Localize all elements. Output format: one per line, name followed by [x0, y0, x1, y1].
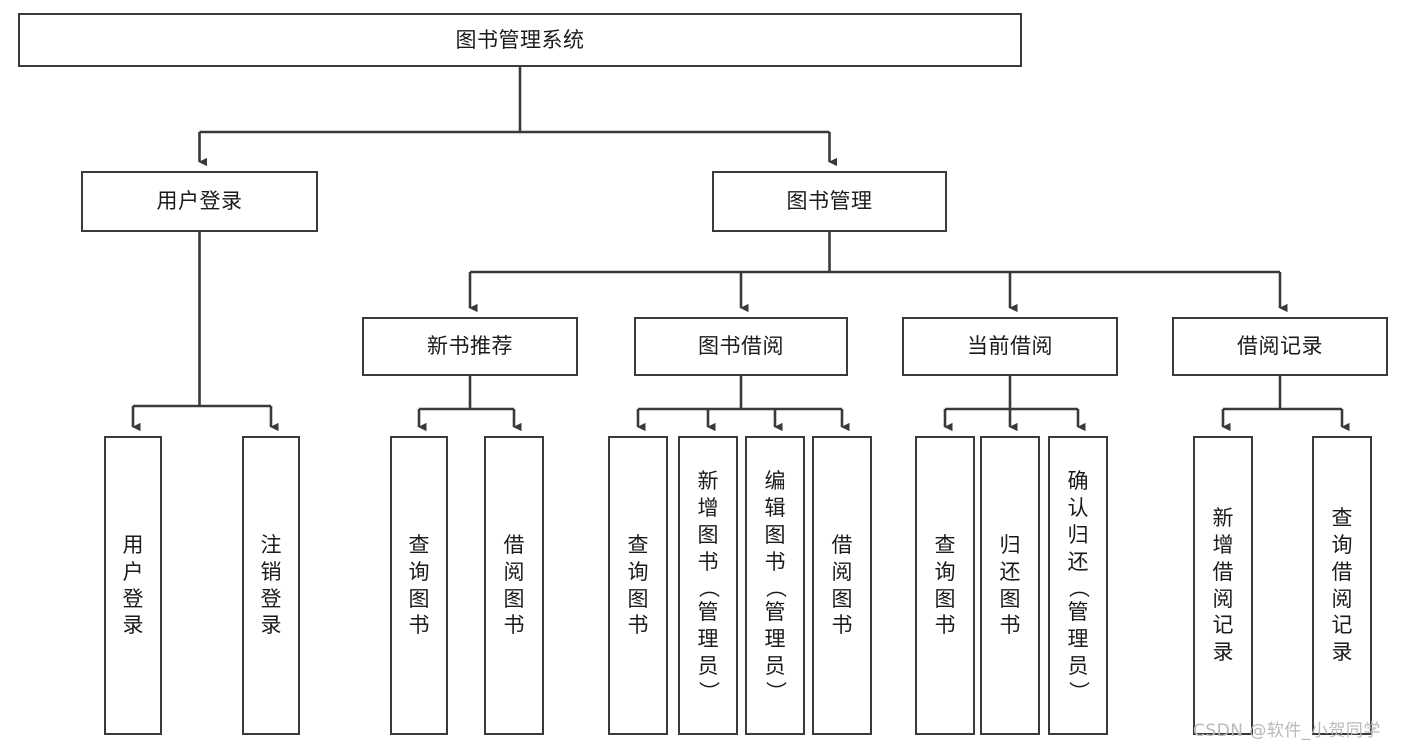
node-root[interactable]: 图书管理系统: [18, 13, 1022, 67]
node-leaf[interactable]: 注销登录: [242, 436, 300, 735]
node-leaf[interactable]: 查询图书: [390, 436, 448, 735]
node-leaf[interactable]: 查询借阅记录: [1312, 436, 1372, 735]
node-leaf[interactable]: 查询图书: [608, 436, 668, 735]
node-label: 当前借阅: [967, 334, 1053, 359]
node-leaf[interactable]: 借阅图书: [812, 436, 872, 735]
node-label: 新增借阅记录: [1212, 505, 1234, 665]
node-label: 查询图书: [627, 532, 649, 638]
node-leaf[interactable]: 新增借阅记录: [1193, 436, 1253, 735]
node-leaf[interactable]: 借阅图书: [484, 436, 544, 735]
node-label: 查询图书: [934, 532, 956, 638]
node-level2[interactable]: 当前借阅: [902, 317, 1118, 376]
node-level1[interactable]: 图书管理: [712, 171, 947, 232]
node-level2[interactable]: 图书借阅: [634, 317, 848, 376]
node-leaf[interactable]: 编辑图书（管理员）: [745, 436, 805, 735]
node-leaf[interactable]: 新增图书（管理员）: [678, 436, 738, 735]
node-label: 新书推荐: [427, 334, 513, 359]
node-label: 借阅图书: [503, 532, 525, 638]
node-label: 借阅记录: [1237, 334, 1323, 359]
node-label: 用户登录: [156, 189, 243, 214]
node-label: 查询借阅记录: [1331, 505, 1353, 665]
node-label: 图书管理: [786, 189, 873, 214]
node-label: 新增图书（管理员）: [696, 469, 721, 702]
node-leaf[interactable]: 查询图书: [915, 436, 975, 735]
node-level2[interactable]: 借阅记录: [1172, 317, 1388, 376]
node-level1[interactable]: 用户登录: [81, 171, 318, 232]
node-label: 归还图书: [999, 532, 1021, 638]
node-label: 借阅图书: [831, 532, 853, 638]
node-label: 图书借阅: [698, 334, 784, 359]
node-level2[interactable]: 新书推荐: [362, 317, 578, 376]
node-label: 确认归还（管理员）: [1066, 469, 1091, 702]
node-label: 编辑图书（管理员）: [763, 469, 788, 702]
node-label: 查询图书: [408, 532, 430, 638]
node-leaf[interactable]: 确认归还（管理员）: [1048, 436, 1108, 735]
node-leaf[interactable]: 用户登录: [104, 436, 162, 735]
csdn-watermark: CSDN @软件_小贺同学: [1193, 721, 1381, 741]
node-label: 图书管理系统: [455, 27, 585, 52]
node-label: 注销登录: [260, 532, 282, 638]
node-label: 用户登录: [122, 532, 144, 638]
node-leaf[interactable]: 归还图书: [980, 436, 1040, 735]
